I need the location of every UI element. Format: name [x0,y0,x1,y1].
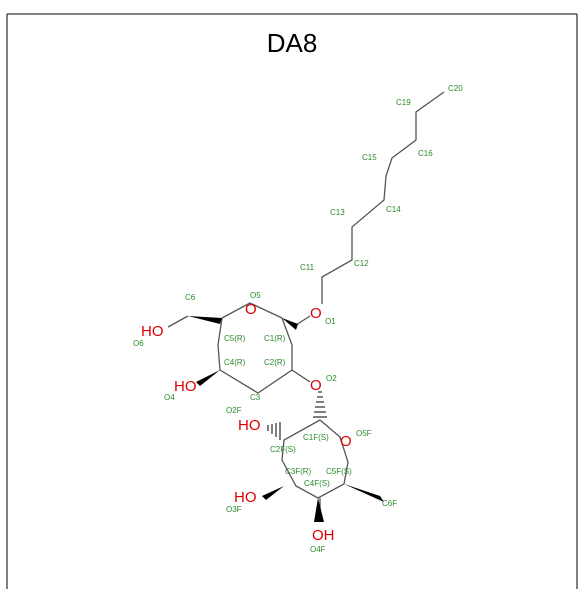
label-o2f: O2F [226,406,242,415]
label-c2r: C2(R) [264,358,286,367]
label-o4f: O4F [310,545,326,554]
bond-c1-o1 [295,315,311,326]
label-c5fs: C5F(S) [326,467,352,476]
label-c13: C13 [330,208,345,217]
label-ho-4: HO [174,378,197,395]
label-c4fs: C4F(S) [304,479,330,488]
label-o-1: O [310,305,322,322]
label-oh-4f: OH [312,527,335,544]
label-o-ring: O [245,301,257,318]
wedge-c4f-o4f [314,498,324,522]
ring1-top [221,302,283,319]
wedge-c5f-c6f [344,484,384,502]
label-c3: C3 [250,393,261,402]
label-c2fs: C2F(S) [270,445,296,454]
bonds [167,91,445,515]
label-c3fr: C3F(R) [285,467,312,476]
ring1-sides [217,317,293,394]
label-c1fs: C1F(S) [303,433,329,442]
label-c6: C6 [185,293,196,302]
alkyl-chain [321,91,445,304]
heteroatom-labels: HO O O HO O HO O HO OH [141,301,352,544]
label-c15: C15 [362,153,377,162]
label-ho-2f: HO [238,417,261,434]
label-c1r: C1(R) [264,334,286,343]
hashed-bonds [267,391,327,440]
label-c16: C16 [418,149,433,158]
label-c12: C12 [354,259,369,268]
label-c11: C11 [300,263,315,272]
bond-c6-o6 [167,315,189,328]
label-c14: C14 [386,205,401,214]
wedge-c5-c6 [188,316,222,324]
bond-c2-o2 [291,369,311,383]
label-o-ring-f: O [340,433,352,450]
label-o5f: O5F [356,429,372,438]
label-ho-3f: HO [234,489,257,506]
label-o1: O1 [325,317,336,326]
wedge-c1-o1 [282,318,298,330]
label-c6f: C6F [382,499,397,508]
atom-labels: C20 C19 C16 C15 C14 C13 C12 C11 C6 O5 O1… [133,84,463,554]
wedge-c4-o4 [196,370,220,386]
label-c5r: C5(R) [224,334,246,343]
label-o2: O2 [326,374,337,383]
label-o3f: O3F [226,505,242,514]
label-c20: C20 [448,84,463,93]
label-ho-6: HO [141,323,164,340]
label-o5: O5 [250,291,261,300]
label-c4r: C4(R) [224,358,246,367]
molecule-title: DA8 [266,28,318,58]
label-o4: O4 [164,393,175,402]
wedge-c3f-o3f [262,486,284,500]
label-c19: C19 [396,98,411,107]
label-o-2: O [310,377,322,394]
label-o6: O6 [133,339,144,348]
wedge-bonds [188,316,384,522]
